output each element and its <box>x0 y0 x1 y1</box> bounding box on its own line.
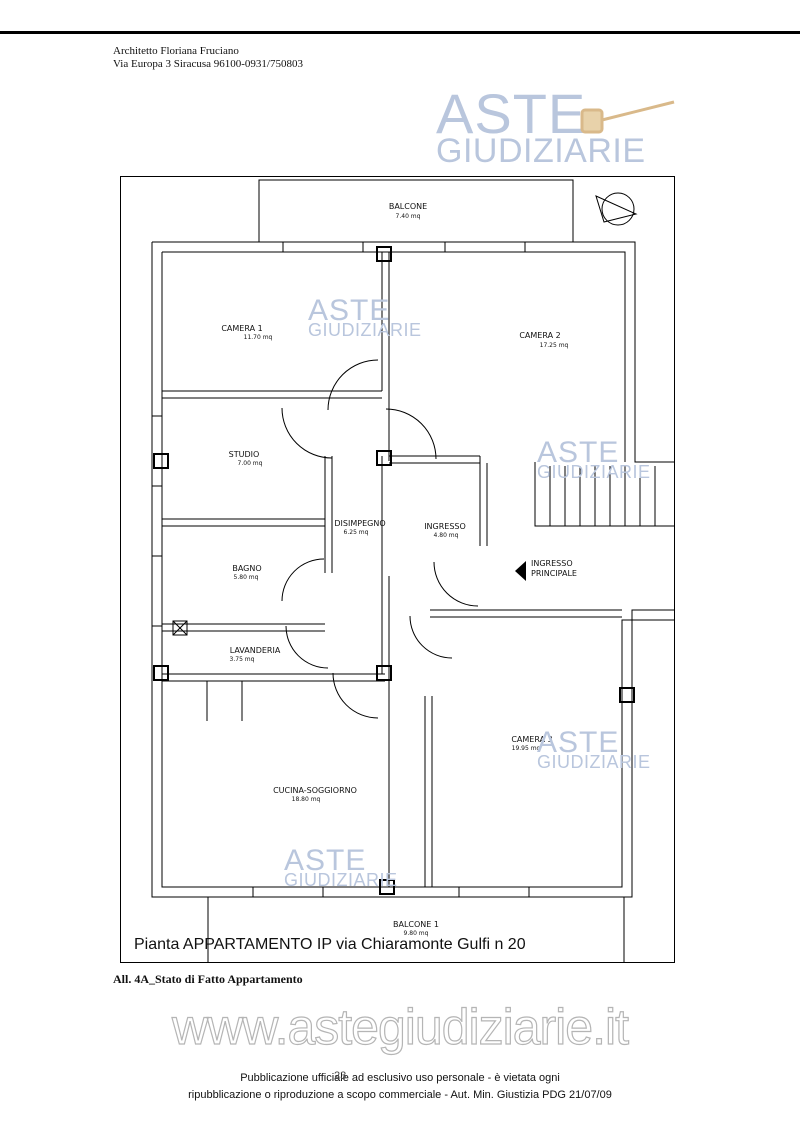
watermark-giudiziarie: GIUDIZIARIE <box>308 320 422 340</box>
room-camera1-name: CAMERA 1 <box>221 324 262 333</box>
room-ingresso-name: INGRESSO <box>424 522 466 531</box>
watermark-logo-2: ASTE GIUDIZIARIE <box>308 294 422 340</box>
watermark-logo-5: ASTE GIUDIZIARIE <box>284 844 398 890</box>
watermark-aste: ASTE <box>284 844 367 877</box>
watermark-giudiziarie: GIUDIZIARIE <box>537 752 651 772</box>
room-balcone-name: BALCONE <box>389 202 427 211</box>
watermark-aste: ASTE <box>537 436 620 469</box>
room-balcone-area: 7.40 mq <box>396 213 421 220</box>
architect-name: Architetto Floriana Fruciano <box>113 45 239 57</box>
watermark-giudiziarie: GIUDIZIARIE <box>436 132 646 170</box>
architect-address: Via Europa 3 Siracusa 96100-0931/750803 <box>113 58 303 70</box>
publication-disclaimer: Pubblicazione ufficiale ad esclusivo uso… <box>100 1070 700 1104</box>
gavel-icon <box>580 100 675 134</box>
watermark-giudiziarie: GIUDIZIARIE <box>284 870 398 890</box>
room-camera2-name: CAMERA 2 <box>519 331 560 340</box>
room-camera1-area: 11.70 mq <box>244 334 273 341</box>
room-cucina-name: CUCINA-SOGGIORNO <box>273 786 357 795</box>
room-studio-area: 7.00 mq <box>238 460 263 467</box>
watermark-logo-3: ASTE GIUDIZIARIE <box>537 436 651 482</box>
room-lavanderia-area: 3.75 mq <box>230 656 255 663</box>
room-camera2-area: 17.25 mq <box>540 342 569 349</box>
disclaimer-line-2: ripubblicazione o riproduzione a scopo c… <box>188 1089 612 1101</box>
room-camera3-name: CAMERA 3 <box>511 735 552 744</box>
room-disimpegno-name: DISIMPEGNO <box>334 519 385 528</box>
room-balcone1-area: 9.80 mq <box>404 930 429 937</box>
room-cucina-area: 18.80 mq <box>292 796 321 803</box>
watermark-aste: ASTE <box>537 726 620 759</box>
room-studio-name: STUDIO <box>229 450 260 459</box>
document-header: Architetto Floriana Fruciano Via Europa … <box>113 45 303 71</box>
entrance-arrow-icon <box>515 561 526 581</box>
attachment-caption: All. 4A_Stato di Fatto Appartamento <box>113 972 303 986</box>
room-bagno-area: 5.80 mq <box>234 574 259 581</box>
entrance-label-2: PRINCIPALE <box>531 569 577 578</box>
floor-plan: BALCONE 7.40 mq CAMERA 1 11.70 mq CAMERA… <box>120 176 675 963</box>
watermark-aste: ASTE <box>308 294 391 327</box>
room-lavanderia-name: LAVANDERIA <box>230 646 281 655</box>
room-bagno-name: BAGNO <box>232 564 261 573</box>
watermark-logo-top: ASTE GIUDIZIARIE <box>436 82 646 170</box>
watermark-giudiziarie: GIUDIZIARIE <box>537 462 651 482</box>
room-balcone1-name: BALCONE 1 <box>393 920 439 929</box>
watermark-aste: ASTE <box>436 82 587 145</box>
top-rule <box>0 31 800 34</box>
disclaimer-line-1: Pubblicazione ufficiale ad esclusivo uso… <box>240 1072 560 1084</box>
plan-title: Pianta APPARTAMENTO IP via Chiaramonte G… <box>134 936 526 953</box>
entrance-label-1: INGRESSO <box>531 559 573 568</box>
room-ingresso-area: 4.80 mq <box>434 532 459 539</box>
room-disimpegno-area: 6.25 mq <box>344 529 369 536</box>
website-watermark: www.astegiudiziarie.it <box>171 998 629 1055</box>
watermark-logo-4: ASTE GIUDIZIARIE <box>537 726 651 772</box>
page-number: 23 <box>334 1070 347 1082</box>
room-camera3-area: 19.95 mq <box>512 745 541 752</box>
